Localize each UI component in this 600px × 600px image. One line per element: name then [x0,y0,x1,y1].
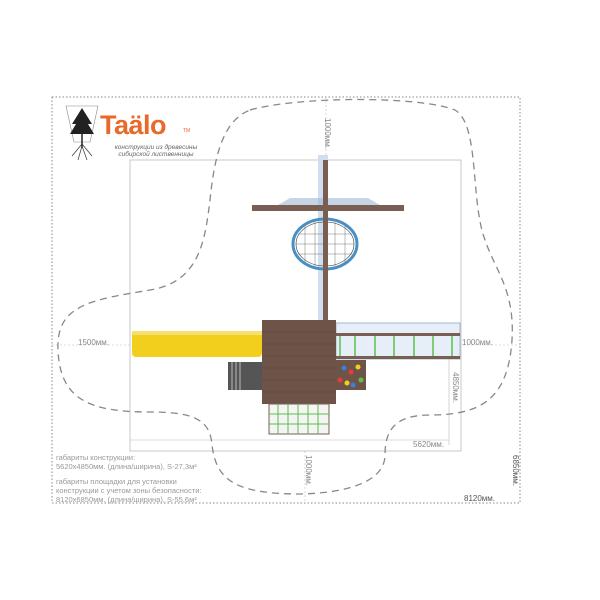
platform-deck [262,320,336,404]
zone-value: 8120x6850мм. (длина/ширина), S-55,6м² [56,495,197,504]
dim-bottom-clearance: 1000мм. [304,455,313,487]
trademark: TM [183,128,191,134]
mast-beam [323,160,328,322]
zone-title-2: конструкции с учетом зоны безопасности: [56,486,202,495]
rope-net [268,403,330,435]
zone-title-1: габариты площадки для установки [56,477,177,486]
dim-left-clearance: 1500мм. [78,338,110,347]
zone-size-note: габариты площадки для установки конструк… [56,477,202,504]
dim-right-clearance: 1000мм. [462,338,494,347]
tagline-line-1: конструкции из древесины [114,144,198,151]
taalo-logo [62,104,212,164]
construction-size-note: габариты конструкции: 5620x4850мм. (длин… [56,453,197,471]
dim-zone-length: 8120мм. [464,494,496,503]
tagline-line-2: сибирской лиственницы [118,151,194,158]
dim-zone-width: 6850мм. [511,455,520,487]
zone-boundary [51,96,521,504]
safety-zone-outline [57,98,513,495]
tree-logo-icon [65,105,99,161]
ladder [228,362,262,390]
structure-boundary [129,159,462,452]
brand-name: Taälo [100,110,167,140]
dim-top-clearance: 1000мм. [323,118,332,150]
slide [132,331,262,357]
construction-value: 5620x4850мм. (длина/ширина), S-27,3м² [56,462,197,471]
dim-structure-width: 4850мм. [451,372,460,404]
construction-title: габариты конструкции: [56,453,136,462]
dim-structure-length: 5620мм. [413,440,445,449]
